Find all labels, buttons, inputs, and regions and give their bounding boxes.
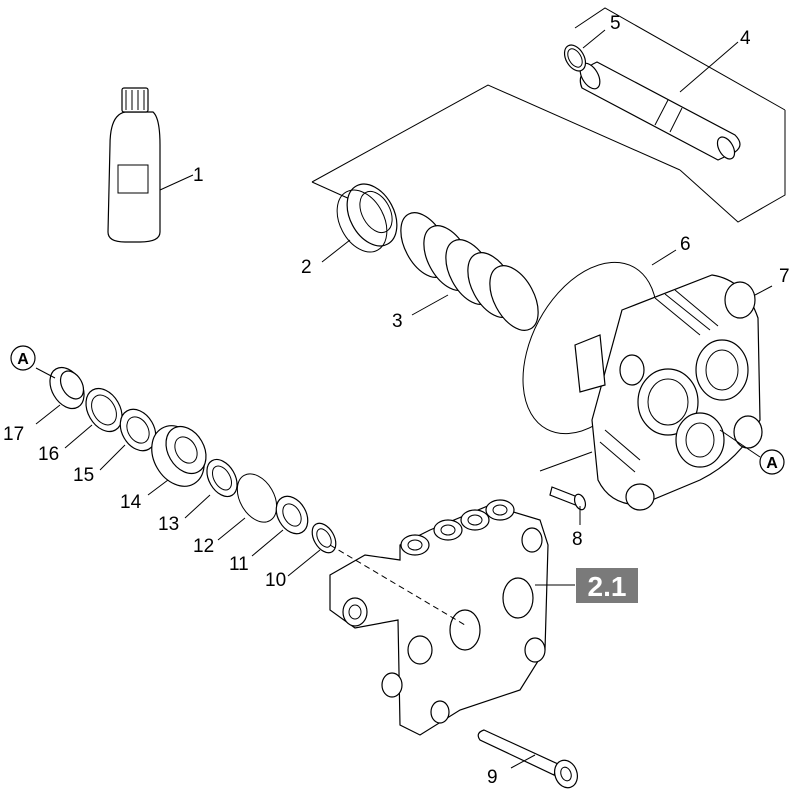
callout-7: 7 bbox=[779, 266, 790, 287]
part-cylinder-block bbox=[574, 274, 763, 511]
callout-5: 5 bbox=[610, 13, 621, 34]
callout-13: 13 bbox=[158, 514, 179, 535]
leader-lines bbox=[35, 29, 773, 769]
part-ring-13 bbox=[206, 458, 238, 498]
callout-8: 8 bbox=[572, 529, 583, 550]
callout-12: 12 bbox=[193, 536, 214, 557]
callout-labels: 1 2 3 4 5 6 7 8 9 10 11 12 13 14 15 16 1… bbox=[3, 13, 790, 788]
part-ring-15 bbox=[119, 408, 157, 452]
part-screw-small bbox=[539, 451, 593, 511]
svg-text:A: A bbox=[766, 455, 778, 472]
part-oil-bottle bbox=[107, 87, 161, 243]
callout-14: 14 bbox=[120, 492, 142, 513]
callout-16: 16 bbox=[38, 444, 59, 465]
part-bolt-long bbox=[477, 729, 578, 789]
callout-6: 6 bbox=[680, 234, 691, 255]
callout-11: 11 bbox=[229, 554, 249, 575]
reference-mark-left: A bbox=[10, 345, 36, 371]
part-seal-17 bbox=[49, 366, 85, 410]
part-ring-16 bbox=[85, 387, 123, 433]
reference-mark-right: A bbox=[759, 449, 785, 475]
part-retaining-ring bbox=[563, 44, 587, 72]
assembly-badge: 2.1 bbox=[576, 568, 638, 603]
part-piston-rod bbox=[579, 61, 741, 161]
callout-17: 17 bbox=[3, 424, 24, 445]
part-ring-11 bbox=[275, 495, 309, 535]
callout-10: 10 bbox=[265, 570, 286, 591]
part-spring bbox=[400, 212, 539, 331]
part-o-ring-12 bbox=[236, 473, 278, 523]
callout-9: 9 bbox=[487, 767, 498, 788]
callout-15: 15 bbox=[73, 465, 94, 486]
part-seal-housing-14 bbox=[151, 425, 207, 487]
part-spring-plate bbox=[336, 183, 398, 253]
callout-1: 1 bbox=[193, 165, 204, 186]
callout-2: 2 bbox=[301, 257, 312, 278]
svg-text:A: A bbox=[17, 351, 29, 368]
svg-text:2.1: 2.1 bbox=[588, 571, 627, 602]
kit-bracket-frame bbox=[311, 7, 786, 223]
callout-4: 4 bbox=[740, 28, 751, 49]
part-ring-10 bbox=[311, 522, 337, 554]
part-manifold bbox=[329, 499, 549, 736]
callout-3: 3 bbox=[392, 311, 403, 332]
